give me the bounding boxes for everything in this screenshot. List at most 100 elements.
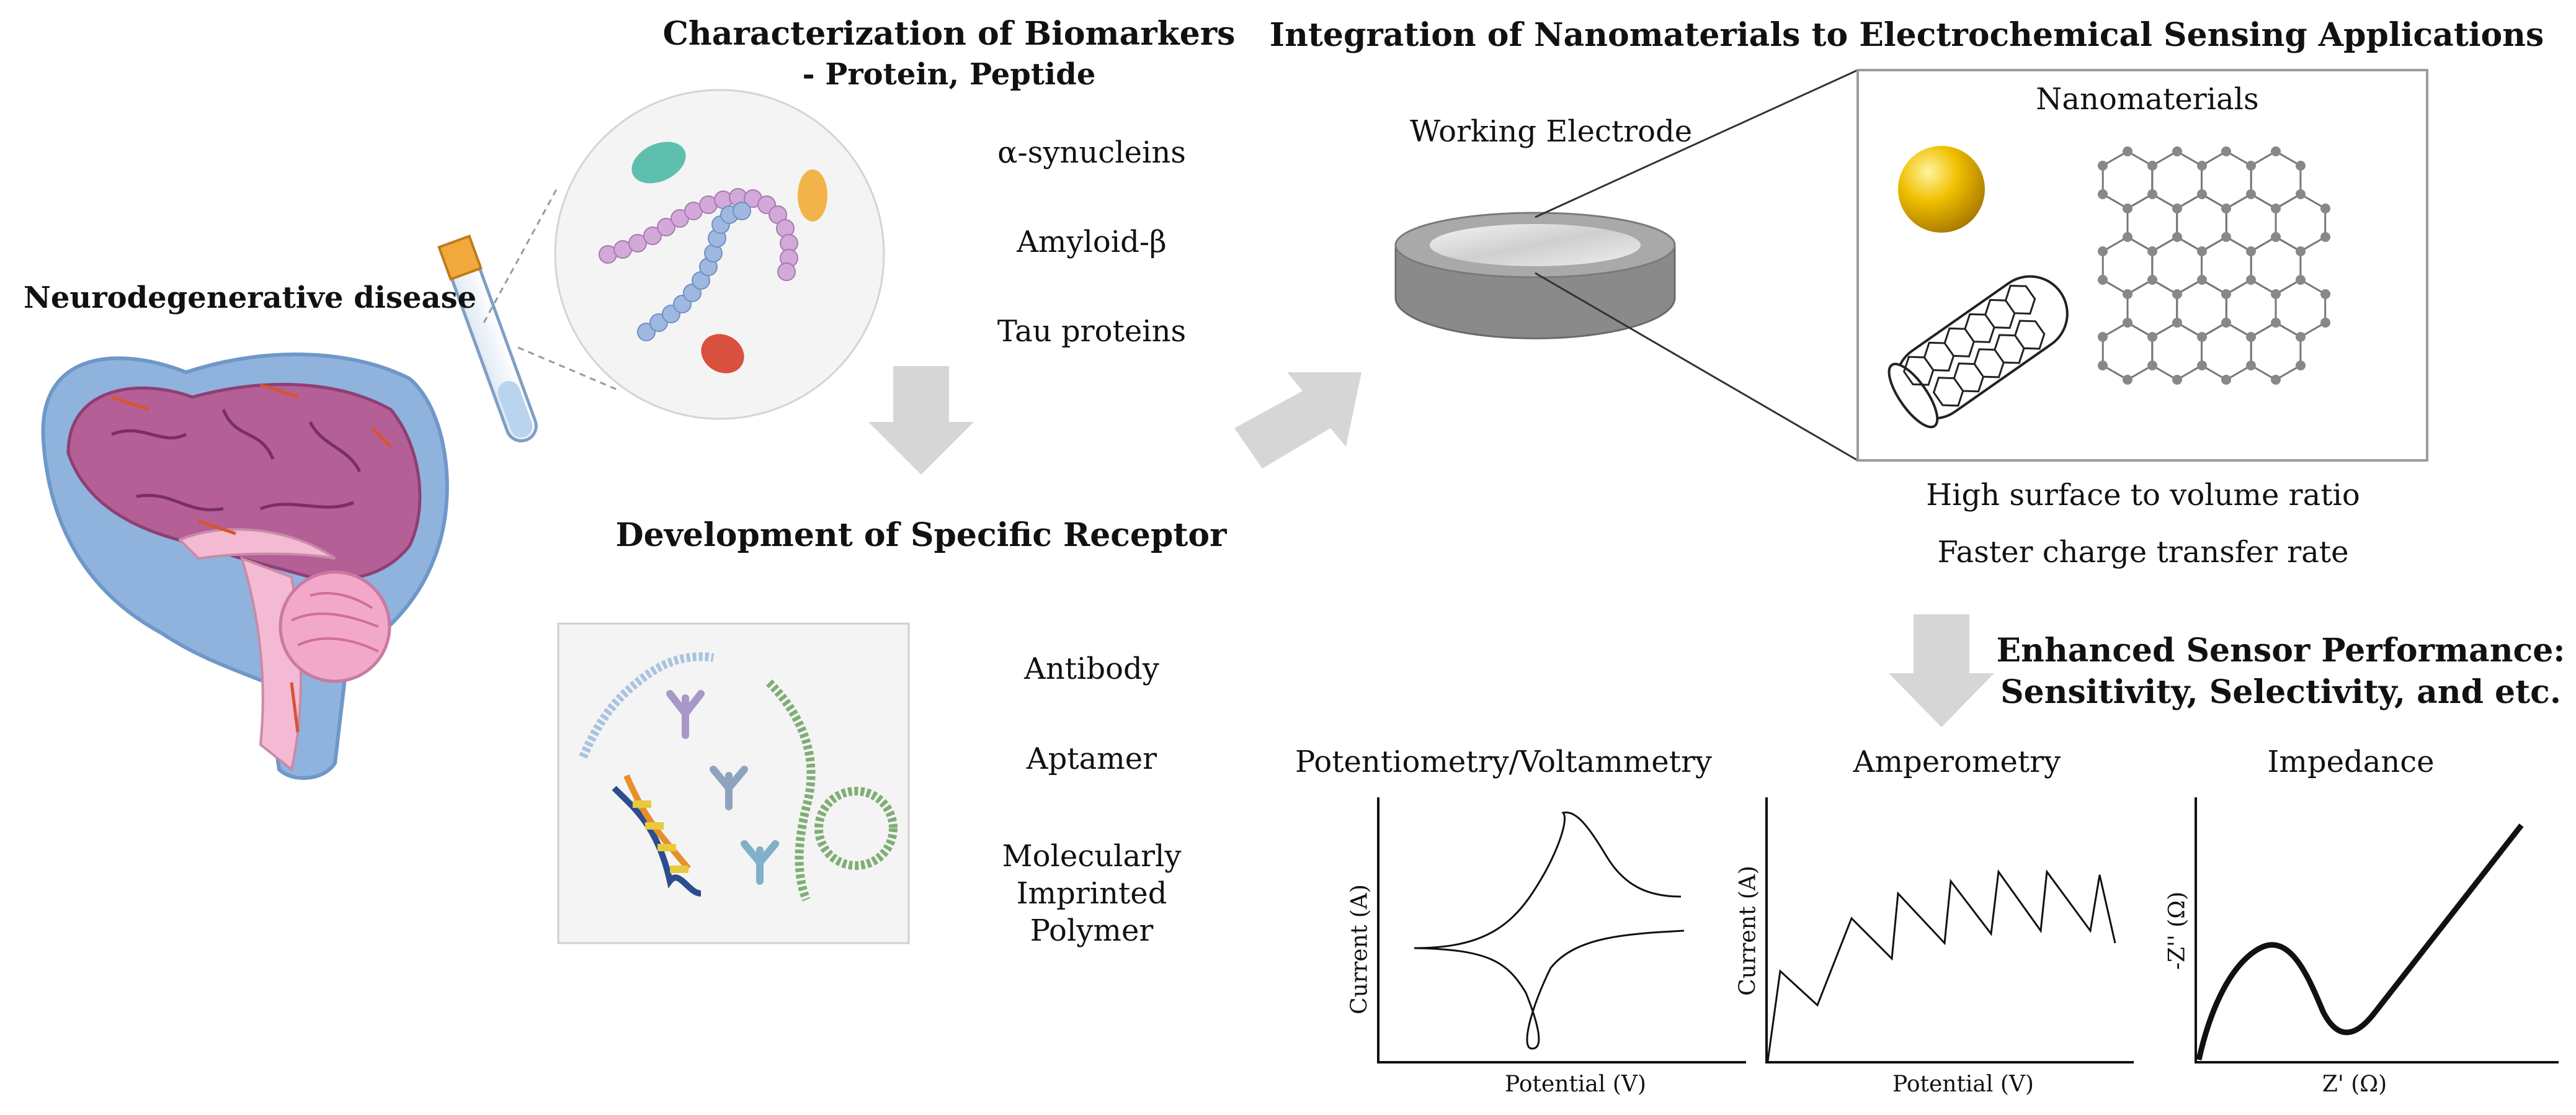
graphene-atom [2296, 275, 2306, 285]
graphene-atom [2271, 318, 2281, 328]
graphene-atom [2147, 246, 2157, 256]
arrow-diagonal-integration [1234, 372, 1362, 468]
graphene-atom [2271, 375, 2281, 385]
graphene-atom [2221, 232, 2231, 242]
nanomaterials-label: Nanomaterials [2036, 82, 2259, 117]
graphene-atom [2172, 375, 2182, 385]
receptor-item: Aptamer [1026, 741, 1157, 776]
graphene-atom [2123, 318, 2133, 328]
receptor-item: Antibody [1024, 652, 1159, 686]
amperometry-axes [1765, 797, 2134, 1064]
graphene-atom [2271, 146, 2281, 156]
graphene-atom [2147, 360, 2157, 370]
graphene-atom [2246, 360, 2256, 370]
receptor-item: Molecularly [1002, 839, 1182, 874]
graphene-atom [2197, 360, 2207, 370]
integration-title: Integration of Nanomaterials to Electroc… [1269, 16, 2544, 54]
graphene-atom [2197, 161, 2207, 171]
graphene-atom [2221, 375, 2231, 385]
graphene-atom [2320, 204, 2330, 213]
biomarkers-subtitle: - Protein, Peptide [802, 57, 1096, 92]
receptor-panel [557, 622, 910, 944]
graphene-atom [2296, 332, 2306, 342]
graphene-atom [2246, 161, 2256, 171]
arrow-down-biomarkers [868, 366, 974, 475]
graphene-atom [2271, 289, 2281, 299]
biomarker-item: Amyloid-β [1017, 225, 1167, 259]
graphene-atom [2172, 289, 2182, 299]
nanomaterials-box [1856, 69, 2428, 462]
chart-xlabel-amperometry: Potential (V) [1892, 1072, 2034, 1097]
graphene-atom [2296, 161, 2306, 171]
receptor-item: Imprinted [1016, 876, 1167, 911]
chart-ylabel-amperometry: Current (A) [1735, 866, 1761, 996]
graphene-lattice-icon [2098, 146, 2330, 385]
voltammogram-oxidation-curve [1414, 811, 1682, 949]
performance-subtitle: Sensitivity, Selectivity, and etc. [2000, 673, 2561, 711]
graphene-atom [2123, 375, 2133, 385]
working-electrode [1394, 69, 1858, 462]
graphene-atom [2320, 232, 2330, 242]
graphene-atom [2246, 332, 2256, 342]
graphene-atom [2320, 289, 2330, 299]
graphene-atom [2246, 275, 2256, 285]
arrow-down-performance [1889, 614, 1994, 727]
graphene-atom [2123, 204, 2133, 213]
biomarker-item: α-synucleins [997, 135, 1186, 170]
graphene-atom [2221, 146, 2231, 156]
nyquist-curve [2196, 823, 2524, 1060]
benefit-item: Faster charge transfer rate [1937, 535, 2349, 570]
biomarker-circle [554, 89, 885, 420]
graphene-atom [2098, 360, 2108, 370]
graphene-atom [2221, 204, 2231, 213]
graphene-atom [2271, 232, 2281, 242]
amperometry-trace [1767, 869, 2116, 1062]
benefit-item: High surface to volume ratio [1926, 478, 2360, 513]
chart-xlabel-impedance: Z' (Ω) [2322, 1072, 2387, 1097]
chart-title-amperometry: Amperometry [1853, 745, 2061, 779]
chart-ylabel-voltammetry: Current (A) [1347, 884, 1373, 1014]
graphene-atom [2123, 146, 2133, 156]
callout-dash-bottom [517, 346, 621, 392]
graphene-atom [2197, 189, 2207, 199]
electrode-label: Working Electrode [1410, 114, 1693, 149]
brain-illustration [41, 352, 449, 780]
gold-nanoparticle-icon [1898, 146, 1985, 233]
carbon-nanotube-icon [1887, 275, 2069, 429]
graphene-atom [2197, 246, 2207, 256]
chart-title-voltammetry: Potentiometry/Voltammetry [1295, 745, 1713, 779]
graphene-atom [2246, 189, 2256, 199]
graphene-atom [2147, 332, 2157, 342]
graphene-atom [2123, 232, 2133, 242]
graphene-atom [2197, 332, 2207, 342]
graphene-atom [2320, 318, 2330, 328]
graphene-atom [2123, 289, 2133, 299]
test-tube-icon [437, 235, 538, 442]
graphene-atom [2172, 146, 2182, 156]
graphene-atom [2221, 289, 2231, 299]
callout-dash-top [483, 186, 559, 323]
receptor-title: Development of Specific Receptor [615, 516, 1227, 554]
zoom-line-top [1535, 69, 1858, 218]
graphene-atom [2271, 204, 2281, 213]
graphene-atom [2147, 189, 2157, 199]
graphene-atom [2098, 275, 2108, 285]
graphene-atom [2296, 189, 2306, 199]
chart-title-impedance: Impedance [2267, 745, 2435, 779]
impedance-axes [2195, 797, 2559, 1064]
biomarker-item: Tau proteins [997, 314, 1187, 349]
graphene-atom [2147, 161, 2157, 171]
graphene-atom [2172, 318, 2182, 328]
graphene-atom [2246, 246, 2256, 256]
graphene-atom [2296, 246, 2306, 256]
voltammetry-axes [1377, 797, 1746, 1064]
graphene-atom [2098, 332, 2108, 342]
performance-title: Enhanced Sensor Performance: [1996, 632, 2565, 669]
chart-ylabel-impedance: -Z'' (Ω) [2164, 891, 2190, 970]
chart-xlabel-voltammetry: Potential (V) [1505, 1072, 1646, 1097]
graphene-atom [2172, 232, 2182, 242]
graphene-atom [2172, 204, 2182, 213]
graphene-atom [2296, 360, 2306, 370]
graphene-atom [2147, 275, 2157, 285]
